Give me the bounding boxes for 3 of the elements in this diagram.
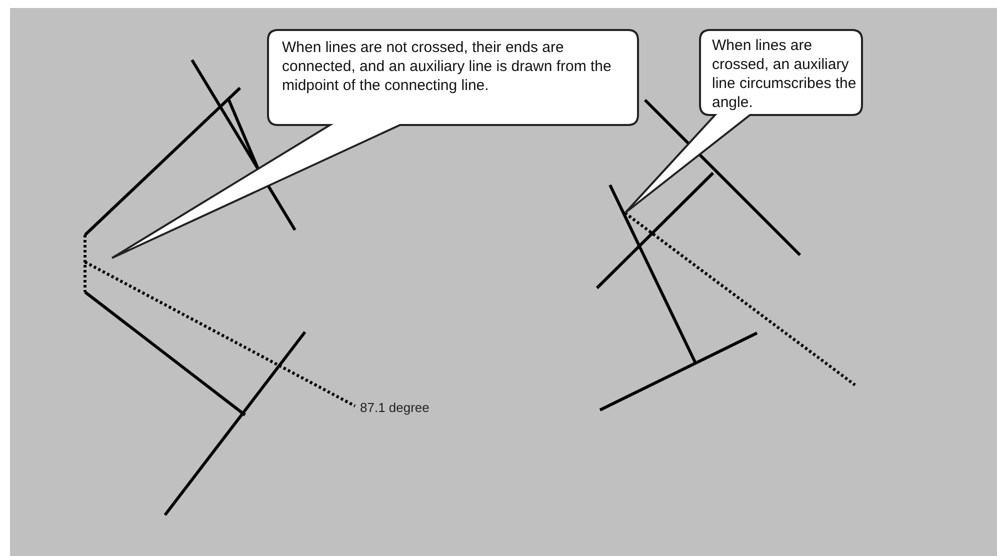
angle-label: 87.1 degree	[360, 400, 430, 415]
callout-text: When lines are crossed, an auxiliary line circumscribes the angle.	[712, 36, 857, 112]
callout-text: When lines are not crossed, their ends are connected, and an auxiliary line is drawn from the midpoint of the connecting line.	[282, 38, 612, 95]
